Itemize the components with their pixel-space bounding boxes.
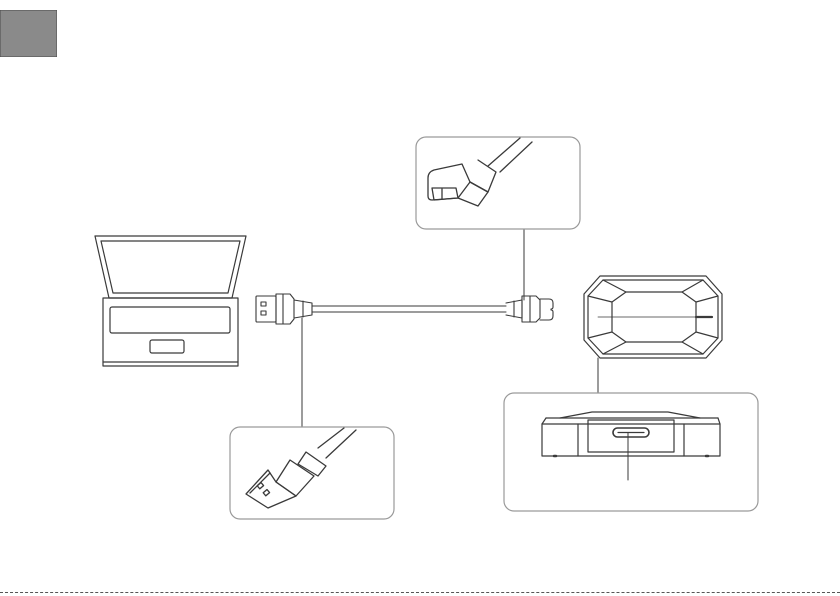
callout-usb-a-connector xyxy=(230,427,394,519)
callout-micro-b-connector xyxy=(416,137,580,229)
usb-a-plug-icon xyxy=(256,294,312,324)
usb-cable-icon xyxy=(256,294,553,324)
usb3-micro-b-plug-icon xyxy=(506,296,553,322)
page-footer-rule xyxy=(0,592,840,593)
callout-drive-port xyxy=(504,393,758,511)
portable-hard-drive-icon xyxy=(584,276,722,358)
laptop-icon xyxy=(95,236,246,366)
